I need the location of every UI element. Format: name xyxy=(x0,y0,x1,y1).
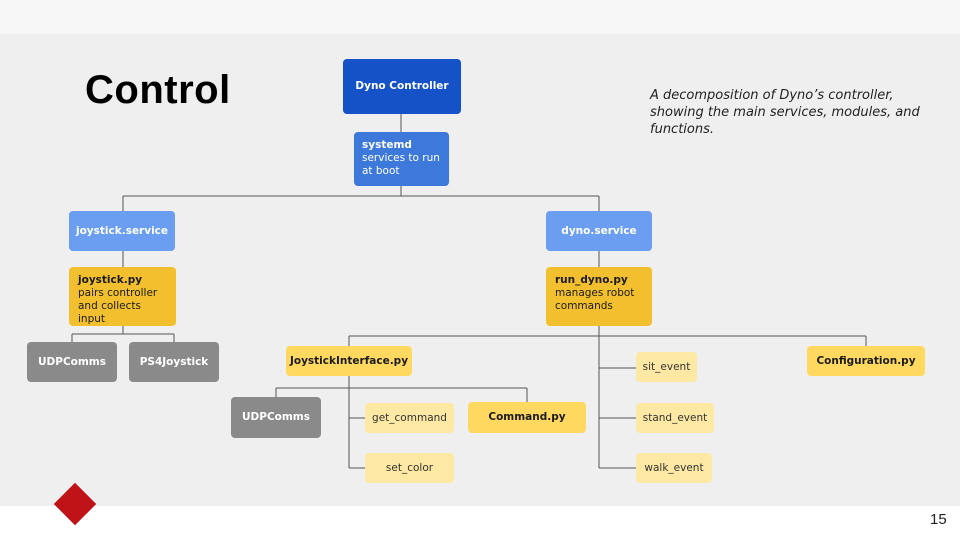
node-label: UDPComms xyxy=(242,411,310,423)
node-label: Dyno Controller xyxy=(355,80,449,92)
node-udpcomms-left: UDPComms xyxy=(27,342,117,382)
node-dyno-service: dyno.service xyxy=(546,211,652,251)
page-number: 15 xyxy=(930,511,947,528)
node-label: joystick.service xyxy=(75,224,169,237)
node-title: systemd xyxy=(362,139,412,151)
node-configuration-py: Configuration.py xyxy=(807,346,925,376)
node-systemd: systemd services to run at boot xyxy=(354,132,449,186)
node-label: JoystickInterface.py xyxy=(289,354,409,367)
node-udpcomms-mid: UDPComms xyxy=(231,397,321,438)
node-desc: services to run at boot xyxy=(362,152,440,177)
node-stand-event: stand_event xyxy=(636,403,714,433)
node-label: Command.py xyxy=(488,411,566,423)
top-band xyxy=(0,0,960,34)
node-desc: manages robot commands xyxy=(555,287,635,312)
slide-caption: A decomposition of Dyno’s controller, sh… xyxy=(650,88,920,137)
slide-title: Control xyxy=(85,68,231,112)
node-dyno-controller: Dyno Controller xyxy=(343,59,461,114)
node-label: dyno.service xyxy=(561,224,637,237)
node-label: Configuration.py xyxy=(816,354,916,367)
node-label: UDPComms xyxy=(38,355,106,368)
node-desc: pairs controller and collects input xyxy=(78,287,158,325)
node-label: PS4Joystick xyxy=(139,355,209,368)
node-label: sit_event xyxy=(642,360,691,373)
node-label: get_command xyxy=(372,411,447,424)
node-label: stand_event xyxy=(642,411,708,424)
node-label: walk_event xyxy=(644,461,704,474)
node-title: joystick.py xyxy=(78,274,143,286)
node-joystick-py: joystick.py pairs controller and collect… xyxy=(69,267,176,326)
node-label: set_color xyxy=(385,461,434,474)
node-get-command: get_command xyxy=(365,403,454,433)
node-ps4joystick: PS4Joystick xyxy=(129,342,219,382)
node-title: run_dyno.py xyxy=(555,274,628,286)
node-sit-event: sit_event xyxy=(636,352,697,382)
node-walk-event: walk_event xyxy=(636,453,712,483)
node-run-dyno-py: run_dyno.py manages robot commands xyxy=(546,267,652,326)
node-set-color: set_color xyxy=(365,453,454,483)
node-joystick-interface: JoystickInterface.py xyxy=(286,346,412,376)
bottom-band xyxy=(0,506,960,540)
node-joystick-service: joystick.service xyxy=(69,211,175,251)
node-command-py: Command.py xyxy=(468,402,586,433)
